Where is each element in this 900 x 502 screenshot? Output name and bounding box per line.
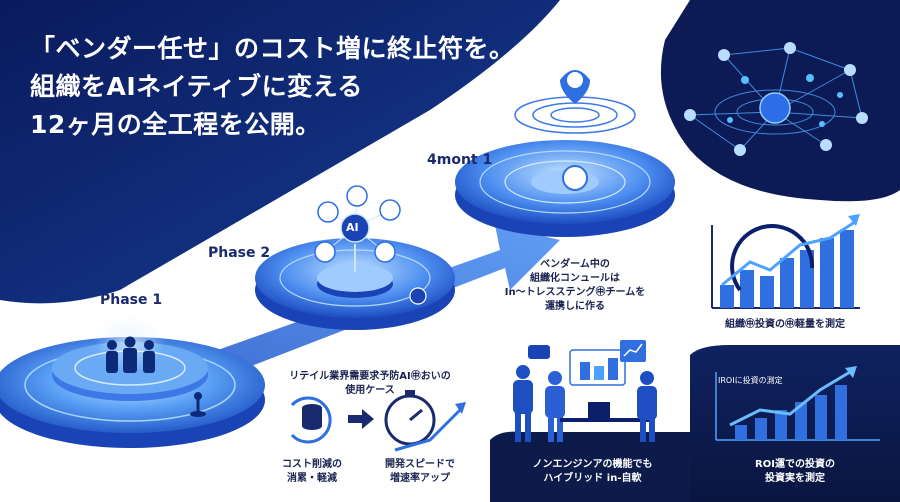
headline-line-3: 12ヶ月の全工程を公開。	[30, 110, 321, 139]
phase-2-label: Phase 2	[208, 245, 271, 261]
headline: 「ベンダー任せ」のコスト増に終止符を。 組織をAIネイティブに変える 12ヶ月の…	[30, 30, 515, 144]
non-engineer-caption: ノンエンジンアの機能でも ハイブリッド in-自軟	[532, 459, 653, 484]
phase-1-label: Phase 1	[100, 292, 163, 308]
retail-use-case-caption: リテイル業界需要求予防AI㊥おいの 使用ケース	[289, 371, 451, 396]
vendor-team-caption: ベンダーム中の 組織化コンュールは In～トレスステング㊥チームを 運携しに作る	[504, 259, 646, 312]
cost-reduction-caption: コスト削減の 消累・軽減	[282, 459, 342, 484]
roi-title: IROIに投資の測定	[718, 376, 783, 385]
phase-3-label: 4mont 1	[427, 152, 493, 168]
roi-caption: ROI運での投資の 投資実を測定	[755, 459, 835, 484]
measure-investment-caption: 組織㊥投資の㊥軽量を測定	[725, 319, 845, 330]
headline-line-2: 組織をAIネイティブに変える	[30, 72, 363, 101]
headline-line-1: 「ベンダー任せ」のコスト増に終止符を。	[30, 34, 515, 63]
ai-hub-label: AI	[346, 221, 359, 234]
dev-speed-caption: 開発スピードで 増速率アップ	[385, 459, 455, 484]
